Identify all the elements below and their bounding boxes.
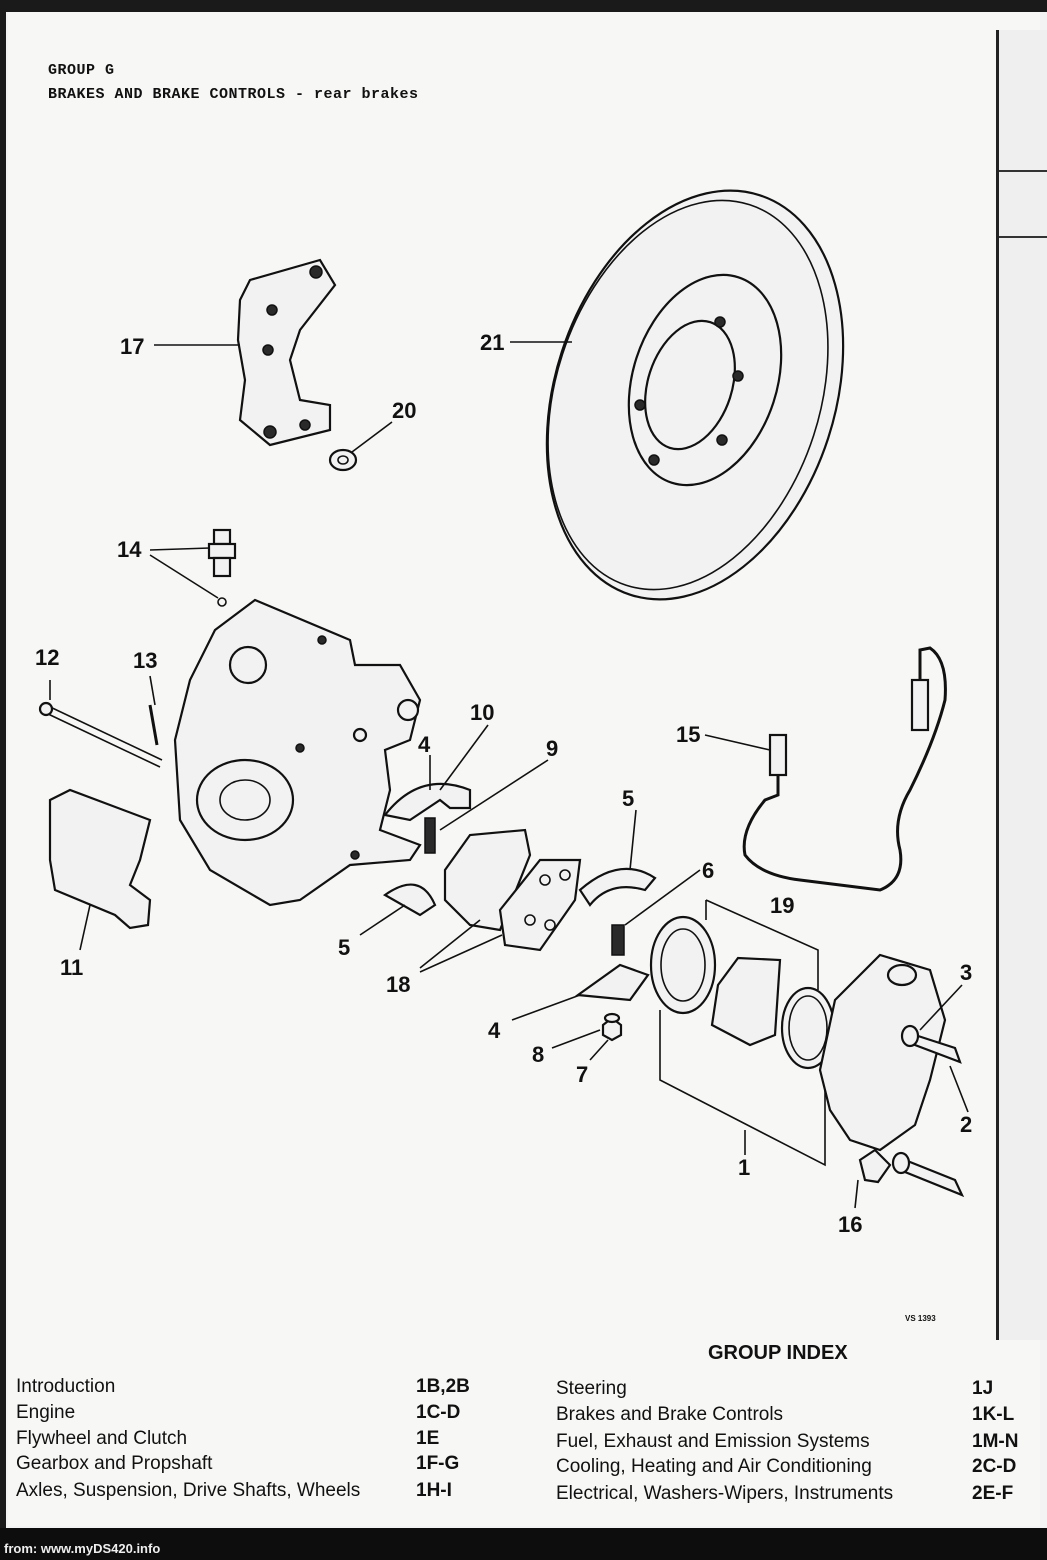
frame-bottom — [0, 1528, 1047, 1560]
bolt-part-10 — [424, 817, 436, 854]
index-code-fuel: 1M-N — [972, 1431, 1019, 1452]
index-code-gearbox: 1F-G — [416, 1453, 460, 1474]
callout-10: 10 — [470, 700, 494, 725]
adjacent-page-edge — [996, 30, 1047, 1340]
callout-7: 7 — [576, 1062, 588, 1087]
callout-11: 11 — [60, 955, 83, 980]
callout-12: 12 — [35, 645, 59, 670]
callout-5b: 5 — [338, 935, 350, 960]
washer-part-20 — [328, 448, 358, 472]
retaining-pin-part-12 — [45, 704, 163, 761]
index-code-introduction: 1B,2B — [416, 1376, 470, 1397]
callout-6: 6 — [702, 858, 714, 883]
callout-1: 1 — [738, 1155, 750, 1180]
bleed-screw-part-14 — [207, 528, 237, 607]
index-code-electrical: 2E-F — [972, 1483, 1014, 1504]
callout-17: 17 — [120, 334, 144, 359]
drawing-reference: VS 1393 — [905, 1314, 936, 1323]
index-label-axles: Axles, Suspension, Drive Shafts, Wheels — [16, 1480, 361, 1501]
brake-pipe-part-15 — [742, 646, 947, 892]
callout-2: 2 — [960, 1112, 972, 1137]
frame-top — [0, 0, 1047, 12]
piston-part-1 — [710, 956, 782, 1047]
group-label: GROUP G — [48, 62, 115, 79]
washer-part-8 — [603, 1012, 621, 1024]
index-label-engine: Engine — [16, 1402, 76, 1423]
index-code-flywheel: 1E — [416, 1428, 440, 1449]
index-label-gearbox: Gearbox and Propshaft — [16, 1453, 213, 1474]
callout-4b: 4 — [488, 1018, 501, 1043]
frame-left — [0, 0, 6, 1560]
callout-20: 20 — [392, 398, 416, 423]
index-code-engine: 1C-D — [416, 1402, 461, 1423]
bolt-part-6 — [611, 924, 625, 956]
caliper-housing — [818, 953, 947, 1152]
callout-21: 21 — [480, 330, 504, 355]
caliper-body — [173, 598, 422, 907]
group-index-title: GROUP INDEX — [708, 1342, 848, 1364]
brake-disc-part-21 — [545, 189, 845, 601]
callout-19: 19 — [770, 893, 794, 918]
callout-9: 9 — [546, 736, 558, 761]
index-label-electrical: Electrical, Washers-Wipers, Instruments — [556, 1483, 894, 1504]
callout-16: 16 — [838, 1212, 862, 1237]
index-code-brakes: 1K-L — [972, 1404, 1015, 1425]
callout-3: 3 — [960, 960, 972, 985]
index-code-steering: 1J — [972, 1378, 994, 1399]
brake-pad-backing-part-18 — [498, 858, 582, 952]
exploded-brake-diagram: 17 21 20 14 12 13 10 4 9 15 5 6 19 5 11 … — [35, 189, 972, 1237]
index-label-introduction: Introduction — [16, 1376, 116, 1397]
callout-4a: 4 — [418, 732, 431, 757]
callout-15: 15 — [676, 722, 700, 747]
spring-clip-part-13 — [148, 704, 159, 746]
bracket-part-16 — [858, 1148, 892, 1184]
shim-part-4b — [574, 963, 650, 1002]
index-label-brakes: Brakes and Brake Controls — [556, 1404, 784, 1425]
callout-18: 18 — [386, 972, 410, 997]
shim-part-4 — [383, 782, 472, 822]
index-label-fuel: Fuel, Exhaust and Emission Systems — [556, 1431, 870, 1452]
shield-part-11 — [48, 788, 152, 930]
index-code-cooling: 2C-D — [972, 1456, 1017, 1477]
callout-5a: 5 — [622, 786, 634, 811]
index-label-flywheel: Flywheel and Clutch — [16, 1428, 188, 1449]
callout-14: 14 — [117, 537, 142, 562]
shim-part-5b — [578, 867, 657, 907]
index-code-axles: 1H-I — [416, 1480, 452, 1501]
source-footer: from: www.myDS420.info — [4, 1541, 161, 1556]
bolt-part-2b — [903, 1158, 965, 1198]
index-label-steering: Steering — [556, 1378, 627, 1399]
page-title: BRAKES AND BRAKE CONTROLS - rear brakes — [48, 86, 419, 103]
callout-8: 8 — [532, 1042, 544, 1067]
index-label-cooling: Cooling, Heating and Air Conditioning — [556, 1456, 872, 1477]
shim-part-5 — [382, 883, 437, 917]
caliper-bracket-part-17 — [236, 258, 337, 447]
callout-13: 13 — [133, 648, 157, 673]
